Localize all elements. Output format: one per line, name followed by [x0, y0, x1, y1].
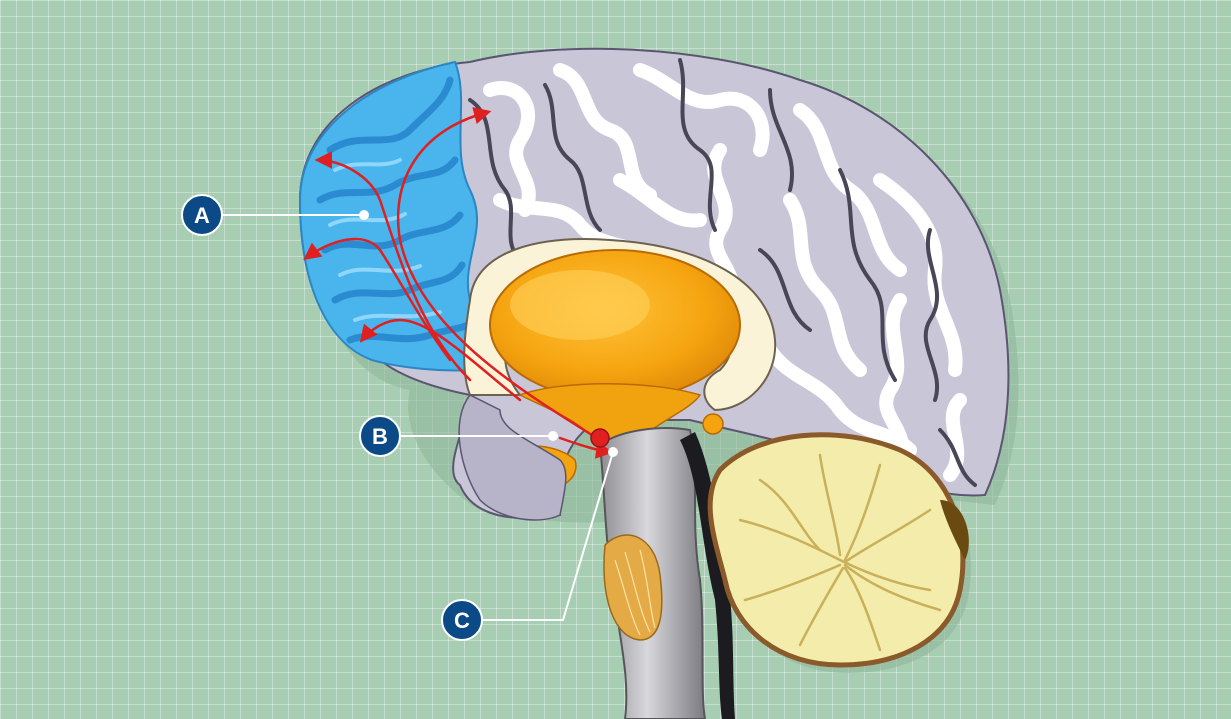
marker-a-label: A: [194, 203, 210, 228]
orange-nucleus-right: [703, 414, 723, 434]
leader-end-a: [359, 210, 369, 220]
marker-c: C: [442, 600, 482, 640]
marker-b-label: B: [372, 424, 388, 449]
marker-c-label: C: [454, 608, 470, 633]
leader-end-c: [608, 447, 618, 457]
pathway-origin-node: [591, 429, 609, 447]
marker-a: A: [182, 195, 222, 235]
cerebellum: [710, 435, 963, 665]
leader-end-b: [548, 431, 558, 441]
prefrontal-cortex: [300, 62, 480, 371]
marker-b: B: [360, 416, 400, 456]
thalamus-highlight: [510, 270, 650, 340]
